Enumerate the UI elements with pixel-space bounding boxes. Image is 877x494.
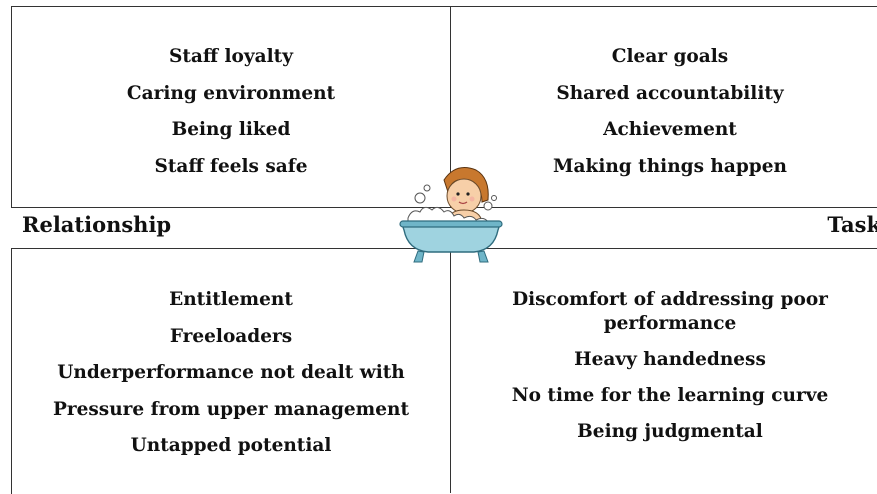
quadrant-item: Achievement [603,119,737,140]
quadrant-item: Being judgmental [577,421,763,442]
quadrant-item: Clear goals [611,46,729,67]
diagram-frame [11,6,877,494]
quadrant-item: Caring environment [126,82,336,104]
quadrant-item: Freeloaders [169,325,293,347]
quadrant-top-right: Clear goals Shared accountability Achiev… [451,45,877,191]
quadrant-item: Discomfort of addressing poor performanc… [512,289,828,334]
quadrant-item: Underperformance not dealt with [57,362,405,383]
quadrant-bottom-left: Entitlement Freeloaders Underperformance… [12,288,450,471]
quadrant-item: Pressure from upper management [52,398,410,420]
quadrant-item: No time for the learning curve [511,385,829,406]
quadrant-item: Heavy handedness [574,349,766,370]
quadrant-item: Staff loyalty [169,46,293,67]
quadrant-bottom-right: Discomfort of addressing poor performanc… [451,288,877,456]
axis-label-relationship: Relationship [22,212,172,237]
quadrant-item: Entitlement [169,289,293,310]
baby-in-bathtub-icon [399,167,503,263]
axis-label-task: Task [827,212,877,237]
quadrant-top-left: Staff loyalty Caring environment Being l… [12,45,450,191]
quadrant-item: Making things happen [553,155,787,177]
quadrant-item: Shared accountability [556,82,784,104]
quadrant-item: Staff feels safe [154,155,308,177]
quadrant-item: Untapped potential [130,435,332,456]
quadrant-item: Being liked [171,119,291,140]
